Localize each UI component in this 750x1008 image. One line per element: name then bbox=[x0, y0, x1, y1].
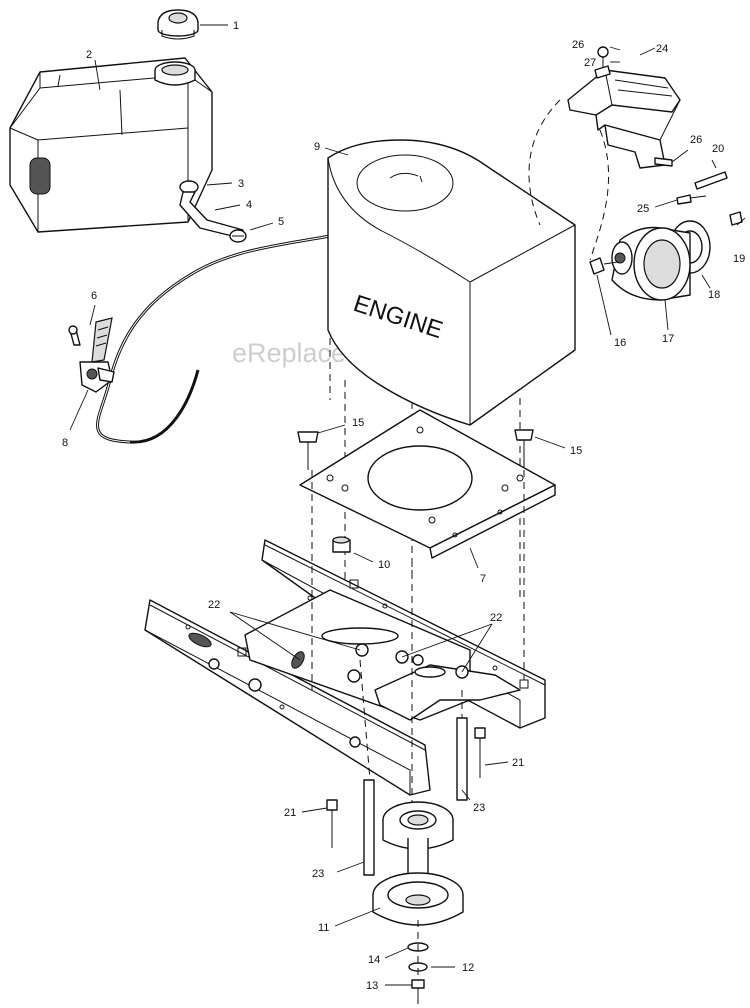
fuel-cap bbox=[157, 9, 199, 40]
callout-1: 1 bbox=[233, 20, 239, 32]
callout-6: 6 bbox=[91, 290, 97, 302]
callout-11: 11 bbox=[318, 922, 329, 934]
callout-21b: 21 bbox=[284, 807, 296, 819]
callout-13: 13 bbox=[366, 980, 378, 992]
callout-8: 8 bbox=[62, 437, 68, 449]
leader-lines bbox=[69, 24, 746, 986]
pulley-bolts-spacers bbox=[326, 717, 486, 876]
callout-15a: 15 bbox=[352, 417, 364, 429]
callout-16: 16 bbox=[614, 337, 626, 349]
callout-27: 27 bbox=[584, 57, 596, 69]
callout-2: 2 bbox=[86, 49, 92, 61]
callout-10: 10 bbox=[378, 559, 390, 571]
callout-9: 9 bbox=[314, 141, 320, 153]
callout-21a: 21 bbox=[512, 757, 524, 769]
muffler-bolts bbox=[676, 171, 728, 205]
callout-26b: 26 bbox=[690, 134, 702, 146]
fuel-tank bbox=[9, 57, 213, 233]
mounting-bracket-plate bbox=[237, 589, 521, 721]
callout-15b: 15 bbox=[570, 445, 582, 457]
callout-17: 17 bbox=[662, 333, 674, 345]
engine-block: ENGINE bbox=[327, 139, 576, 426]
engine-mount-plate bbox=[299, 409, 556, 559]
callout-24: 24 bbox=[656, 43, 668, 55]
callout-4: 4 bbox=[246, 199, 252, 211]
callout-19: 19 bbox=[733, 253, 745, 265]
callout-25: 25 bbox=[637, 203, 649, 215]
callout-labels: 1 2 3 4 5 6 8 9 15 15 7 10 22 22 21 23 2… bbox=[62, 20, 745, 992]
flange-nut bbox=[332, 536, 351, 553]
callout-5: 5 bbox=[278, 216, 284, 228]
callout-3: 3 bbox=[238, 178, 244, 190]
callout-14: 14 bbox=[368, 954, 380, 966]
engine-mount-bolts bbox=[297, 429, 534, 470]
callout-22a: 22 bbox=[208, 599, 220, 611]
muffler-bracket bbox=[567, 46, 681, 169]
callout-23a: 23 bbox=[473, 802, 485, 814]
pulley-hardware bbox=[407, 920, 429, 1004]
callout-7: 7 bbox=[480, 573, 486, 585]
callout-18: 18 bbox=[708, 289, 720, 301]
callout-12: 12 bbox=[462, 962, 474, 974]
muffler bbox=[589, 211, 743, 301]
callout-26a: 26 bbox=[572, 39, 584, 51]
pulley-assembly bbox=[372, 801, 464, 926]
callout-23b: 23 bbox=[312, 868, 324, 880]
fuel-hose-assembly bbox=[179, 180, 247, 243]
callout-20: 20 bbox=[712, 143, 724, 155]
callout-22b: 22 bbox=[490, 612, 502, 624]
throttle-control bbox=[68, 317, 115, 393]
